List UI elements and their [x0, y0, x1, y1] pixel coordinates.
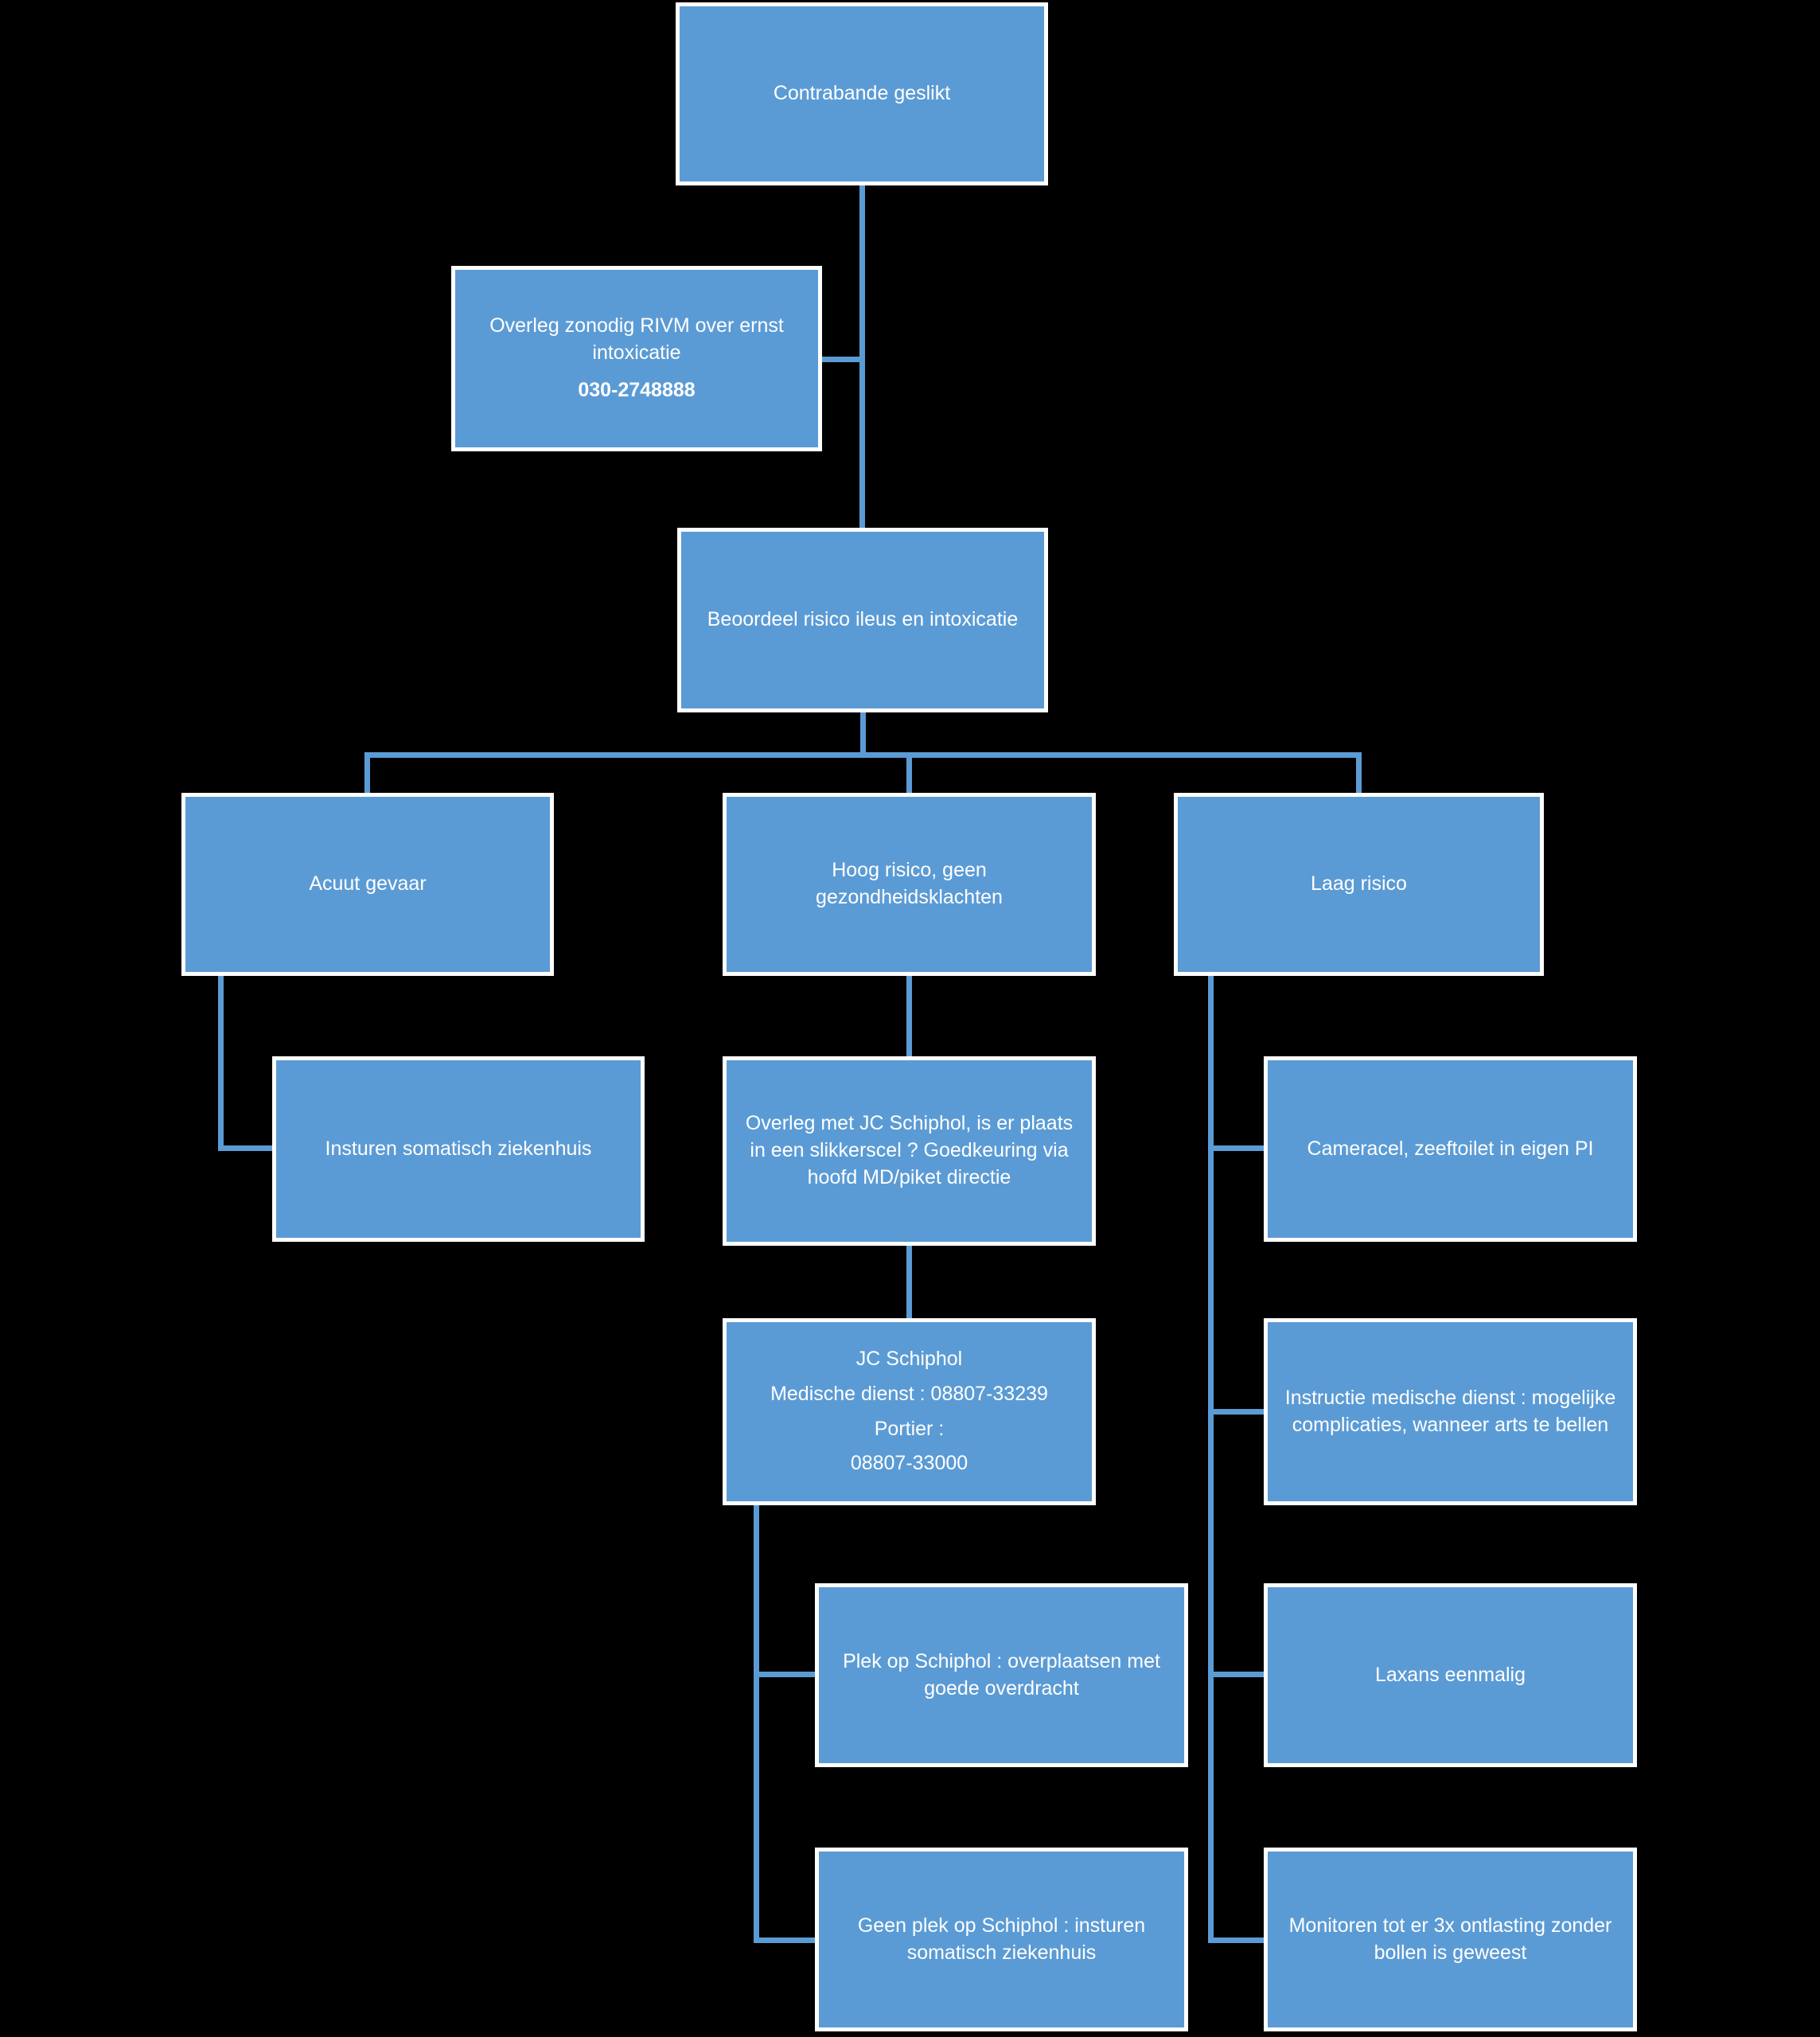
connector-laag-to-monitoren	[1208, 1937, 1265, 1943]
node-label: Hoog risico, geen gezondheidsklachten	[816, 859, 1003, 908]
node-contrabande-geslikt: Contrabande geslikt	[676, 2, 1048, 185]
connector-jc-down	[754, 1504, 759, 1943]
node-label: Geen plek op Schiphol : insturen somatis…	[857, 1914, 1146, 1964]
node-monitoren-ontlasting: Monitoren tot er 3x ontlasting zonder bo…	[1264, 1848, 1637, 2031]
connector-beoordeel-down	[860, 711, 866, 758]
node-label: Instructie medische dienst : mogelijke c…	[1284, 1386, 1616, 1436]
node-geen-plek-op-schiphol: Geen plek op Schiphol : insturen somatis…	[815, 1848, 1188, 2031]
connector-laag-to-cameracel	[1208, 1145, 1265, 1151]
node-label: Overleg zonodig RIVM over ernst intoxica…	[489, 314, 784, 364]
connector-laag-down	[1208, 974, 1214, 1943]
node-acuut-gevaar: Acuut gevaar	[181, 793, 554, 976]
node-instructie-medische-dienst: Instructie medische dienst : mogelijke c…	[1264, 1318, 1637, 1505]
connector-overleg-to-jc	[906, 1244, 912, 1320]
connector-acuut-down	[218, 974, 224, 1151]
node-overleg-rivm: Overleg zonodig RIVM over ernst intoxica…	[451, 266, 822, 451]
node-label: Overleg met JC Schiphol, is er plaats in…	[745, 1112, 1074, 1188]
connector-hoog-to-overleg	[906, 974, 912, 1058]
node-insturen-ziekenhuis: Insturen somatisch ziekenhuis	[272, 1056, 645, 1242]
node-jc-schiphol-contact: JC Schiphol Medische dienst : 08807-3323…	[723, 1318, 1096, 1505]
connector-jc-to-plek	[754, 1672, 816, 1677]
node-cameracel: Cameracel, zeeftoilet in eigen PI	[1264, 1056, 1637, 1242]
node-laxans-eenmalig: Laxans eenmalig	[1264, 1583, 1637, 1767]
node-beoordeel-risico: Beoordeel risico ileus en intoxicatie	[677, 528, 1048, 712]
connector-acuut-to-insturen	[218, 1145, 274, 1151]
node-label: Plek op Schiphol : overplaatsen met goed…	[843, 1649, 1160, 1699]
node-label: Insturen somatisch ziekenhuis	[325, 1137, 592, 1160]
connector-rivm-branch	[820, 357, 865, 362]
jc-portier-label: Portier :	[874, 1417, 945, 1440]
connector-drop-hoog	[906, 752, 912, 794]
node-label: Laxans eenmalig	[1374, 1663, 1526, 1686]
node-overleg-jc-schiphol: Overleg met JC Schiphol, is er plaats in…	[723, 1056, 1096, 1246]
node-label: Contrabande geslikt	[773, 82, 951, 105]
rivm-phone-number: 030-2748888	[578, 379, 696, 402]
connector-laag-to-instructie	[1208, 1409, 1265, 1415]
node-hoog-risico: Hoog risico, geen gezondheidsklachten	[723, 793, 1096, 976]
node-label: Cameracel, zeeftoilet in eigen PI	[1307, 1137, 1594, 1160]
node-label: Acuut gevaar	[309, 872, 427, 896]
node-plek-op-schiphol: Plek op Schiphol : overplaatsen met goed…	[815, 1583, 1188, 1767]
node-label: JC Schiphol	[855, 1348, 963, 1370]
jc-portier-phone: 08807-33000	[850, 1452, 968, 1475]
node-laag-risico: Laag risico	[1174, 793, 1544, 976]
connector-laag-to-laxans	[1208, 1672, 1265, 1677]
connector-branch-horizontal	[364, 752, 1362, 758]
jc-medische-dienst-phone: Medische dienst : 08807-33239	[770, 1382, 1048, 1405]
connector-drop-acuut	[364, 752, 370, 794]
node-label: Beoordeel risico ileus en intoxicatie	[707, 608, 1019, 631]
node-label: Monitoren tot er 3x ontlasting zonder bo…	[1288, 1914, 1612, 1964]
connector-drop-laag	[1356, 752, 1362, 794]
node-label: Laag risico	[1311, 872, 1407, 896]
connector-jc-to-geenplek	[754, 1937, 816, 1943]
